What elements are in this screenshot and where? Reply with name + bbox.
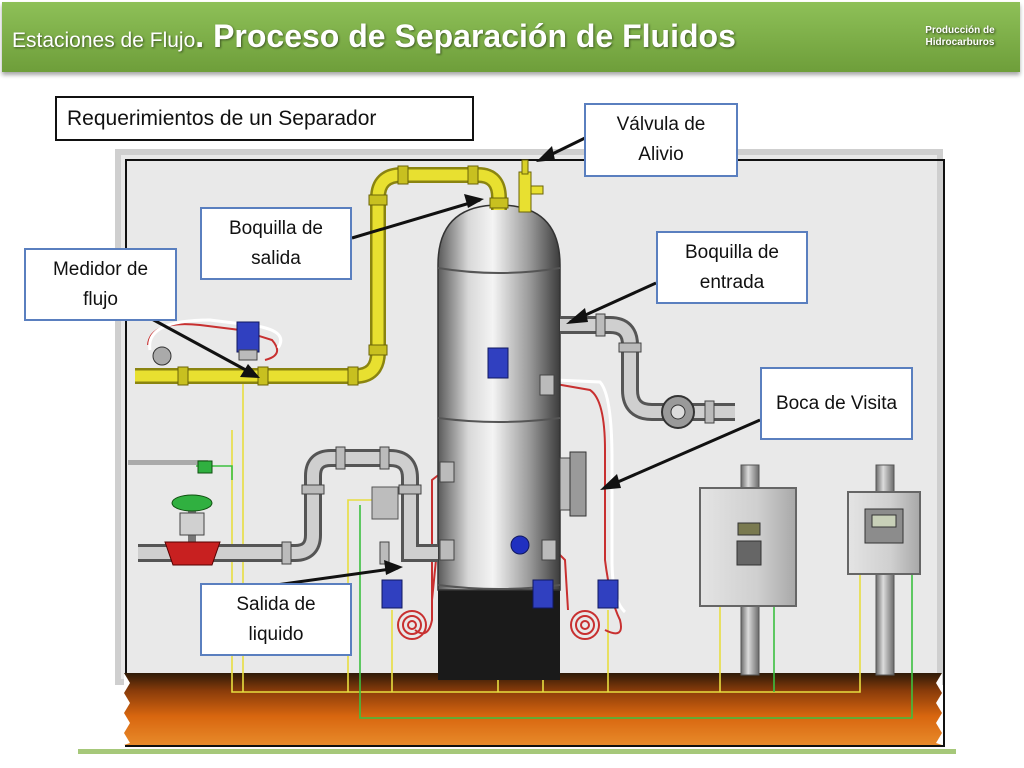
ground-strip — [124, 673, 942, 745]
bottom-rule — [78, 749, 956, 754]
callout-boquilla-salida: Boquilla de salida — [200, 207, 352, 280]
vessel-nozzles — [439, 374, 587, 561]
liquid-outlet-pipe — [138, 446, 438, 565]
diagram-title: Requerimientos de un Separador — [55, 96, 474, 141]
relief-valve — [518, 159, 544, 213]
header-bar: Estaciones de Flujo. Proceso de Separaci… — [2, 2, 1020, 72]
slide-title-prefix: Estaciones de Flujo — [12, 29, 196, 52]
callout-boca-visita: Boca de Visita — [760, 367, 913, 440]
control-panel-left — [699, 464, 797, 676]
slide-title: Estaciones de Flujo. Proceso de Separaci… — [12, 18, 736, 55]
brand-line-2: Hidrocarburos — [925, 37, 995, 48]
callout-valvula-alivio: Válvula de Alivio — [584, 103, 738, 177]
control-panel-right — [847, 464, 921, 676]
gas-outlet-pipe — [135, 165, 509, 386]
callout-arrows — [149, 136, 761, 587]
slide-title-separator: . — [195, 18, 214, 54]
coil-left — [397, 610, 427, 640]
arrow-heads — [240, 146, 621, 575]
brand-label: Producción de Hidrocarburos — [910, 25, 1010, 49]
brand-line-1: Producción de — [925, 25, 995, 36]
inlet-pipe — [560, 313, 735, 429]
slide-title-main: Proceso de Separación de Fluidos — [213, 18, 736, 54]
level-control-valve — [128, 460, 221, 566]
coil-right — [570, 610, 600, 640]
callout-medidor-flujo: Medidor de flujo — [24, 248, 177, 321]
callout-salida-liquido: Salida de liquido — [200, 583, 352, 656]
callout-boquilla-entrada: Boquilla de entrada — [656, 231, 808, 304]
level-transmitters — [381, 347, 619, 609]
gas-flow-meter — [152, 321, 260, 366]
separator-vessel — [437, 204, 561, 680]
